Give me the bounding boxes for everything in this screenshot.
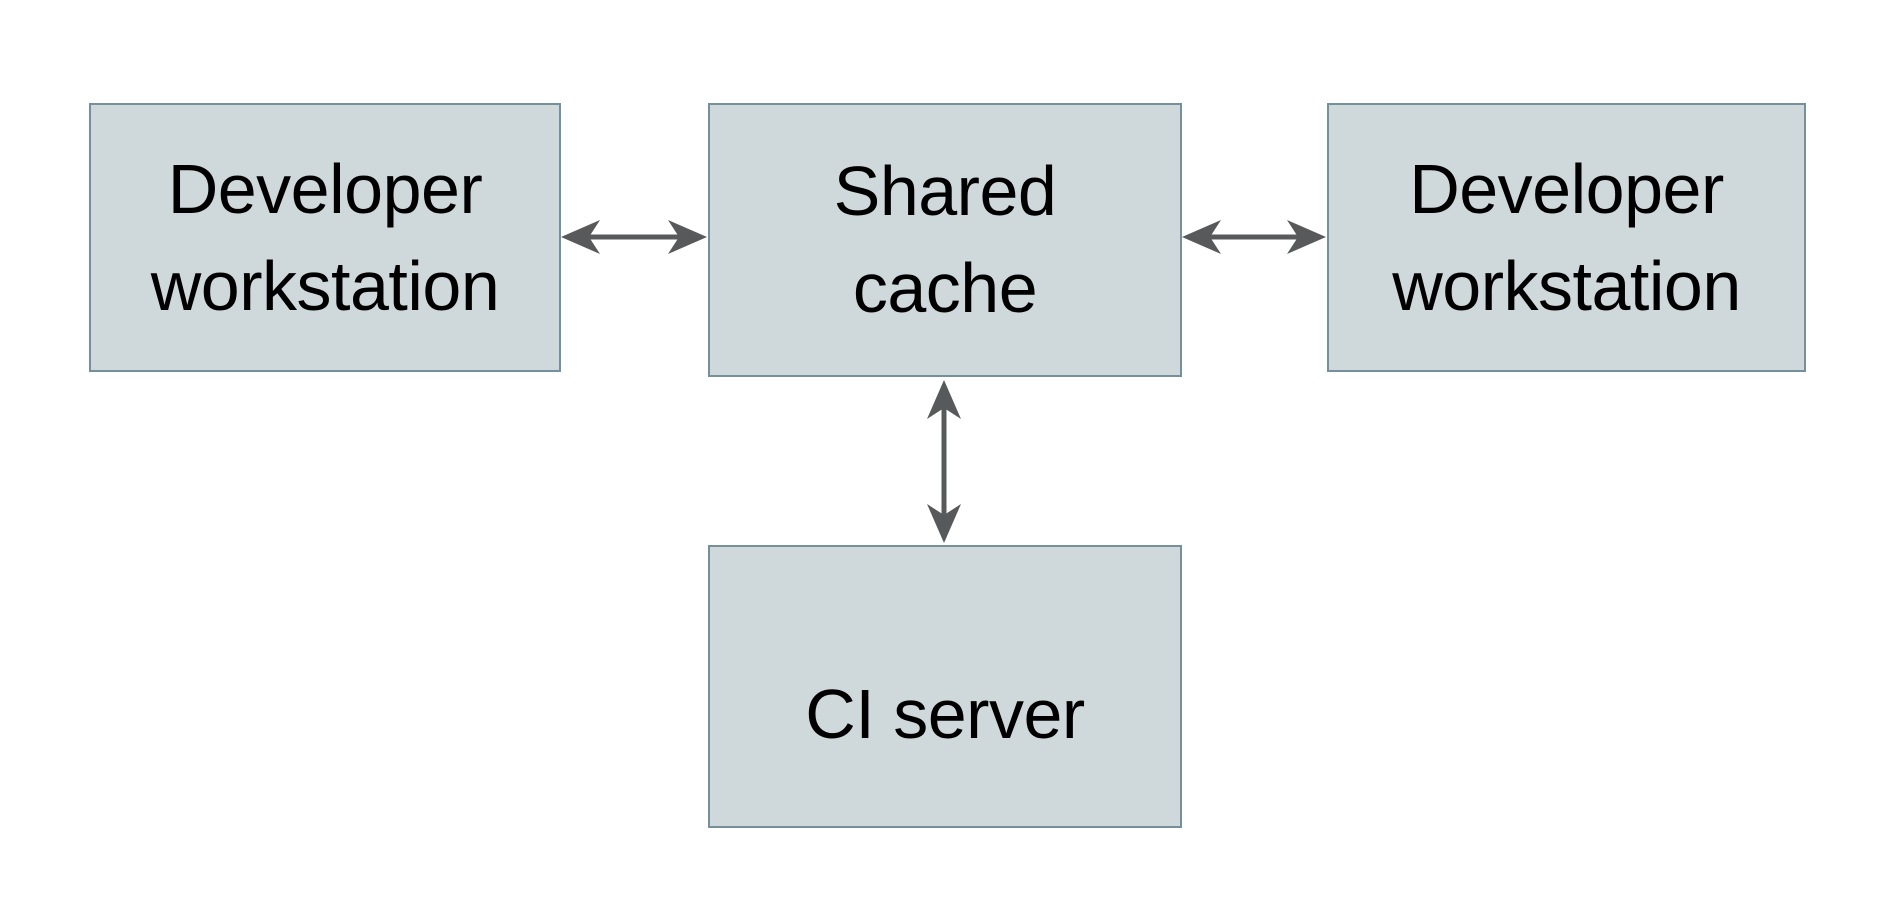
node-ci-server: CI server xyxy=(708,545,1182,828)
node-developer-workstation-right: Developer workstation xyxy=(1327,103,1806,372)
bidirectional-arrow-left-workstation-to-shared-cache xyxy=(561,220,707,254)
node-label-developer-workstation-right: Developer workstation xyxy=(1392,149,1741,325)
node-label-shared-cache: Shared cache xyxy=(833,152,1057,327)
node-label-developer-workstation-left: Developer workstation xyxy=(150,149,500,325)
bidirectional-arrow-shared-cache-to-right-workstation xyxy=(1182,220,1326,254)
node-shared-cache: Shared cache xyxy=(708,103,1182,377)
node-developer-workstation-left: Developer workstation xyxy=(89,103,561,372)
node-label-ci-server: CI server xyxy=(805,675,1085,754)
bidirectional-arrow-shared-cache-to-ci-server xyxy=(927,380,961,543)
